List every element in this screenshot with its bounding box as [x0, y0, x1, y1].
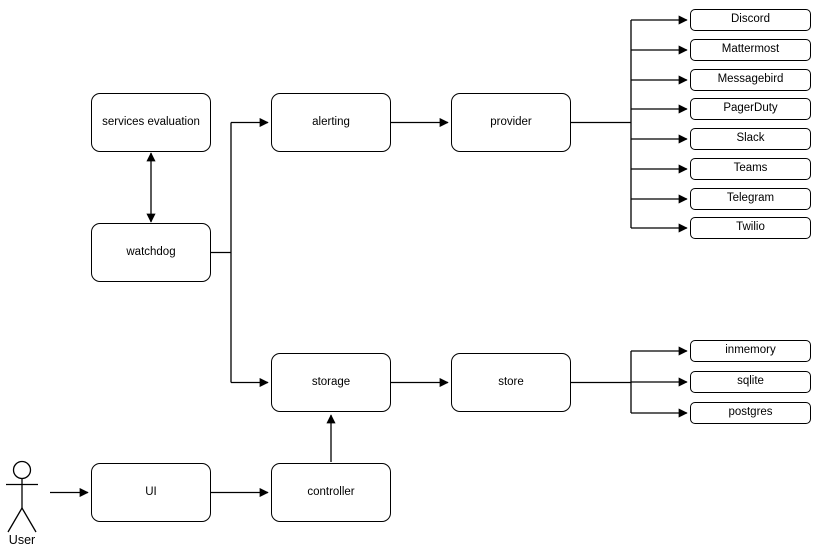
actor-user-label: User: [8, 533, 36, 547]
node-provider-discord[interactable]: Discord: [690, 9, 811, 31]
node-provider-twilio[interactable]: Twilio: [690, 217, 811, 239]
actor-user: User: [0, 461, 50, 551]
node-alerting[interactable]: alerting: [271, 93, 391, 152]
node-provider-messagebird-label: Messagebird: [717, 73, 784, 86]
node-provider-slack-label: Slack: [736, 132, 765, 145]
node-storage[interactable]: storage: [271, 353, 391, 412]
node-store-inmemory-label: inmemory: [725, 344, 776, 357]
node-provider-teams[interactable]: Teams: [690, 158, 811, 180]
node-store-inmemory[interactable]: inmemory: [690, 340, 811, 362]
node-provider-telegram-label: Telegram: [726, 192, 775, 205]
node-provider-messagebird[interactable]: Messagebird: [690, 69, 811, 91]
node-store[interactable]: store: [451, 353, 571, 412]
node-services-evaluation-label: services evaluation: [102, 115, 200, 128]
node-store-sqlite[interactable]: sqlite: [690, 371, 811, 393]
node-store-postgres-label: postgres: [728, 406, 773, 419]
node-watchdog-label: watchdog: [126, 245, 176, 258]
node-provider-twilio-label: Twilio: [736, 221, 765, 234]
node-watchdog[interactable]: watchdog: [91, 223, 211, 282]
node-provider-teams-label: Teams: [733, 162, 768, 175]
node-store-sqlite-label: sqlite: [737, 375, 764, 388]
node-ui-label: UI: [145, 485, 157, 498]
node-provider-label: provider: [490, 115, 532, 128]
node-provider[interactable]: provider: [451, 93, 571, 152]
node-ui[interactable]: UI: [91, 463, 211, 522]
node-provider-mattermost[interactable]: Mattermost: [690, 39, 811, 61]
node-storage-label: storage: [311, 375, 351, 388]
node-controller[interactable]: controller: [271, 463, 391, 522]
node-provider-pagerduty[interactable]: PagerDuty: [690, 98, 811, 120]
node-provider-pagerduty-label: PagerDuty: [723, 102, 778, 115]
node-services-evaluation[interactable]: services evaluation: [91, 93, 211, 152]
node-provider-telegram[interactable]: Telegram: [690, 188, 811, 210]
node-provider-discord-label: Discord: [731, 13, 770, 26]
node-provider-mattermost-label: Mattermost: [721, 43, 780, 56]
node-alerting-label: alerting: [312, 115, 350, 128]
node-store-label: store: [498, 375, 524, 388]
node-controller-label: controller: [307, 485, 355, 498]
node-provider-slack[interactable]: Slack: [690, 128, 811, 150]
node-store-postgres[interactable]: postgres: [690, 402, 811, 424]
